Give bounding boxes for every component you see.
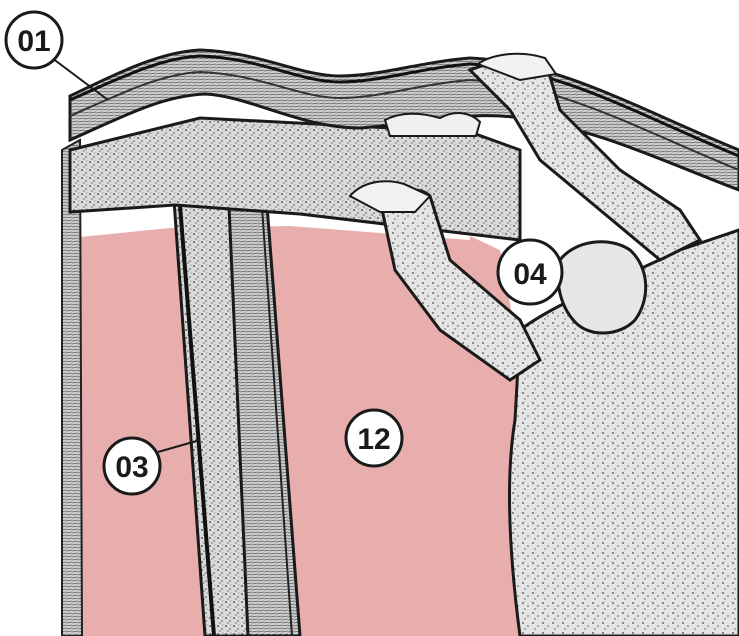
callout-03: 03 — [104, 438, 160, 494]
callout-03-label: 03 — [115, 451, 148, 484]
left-side-panel — [62, 140, 82, 636]
callout-01-label: 01 — [17, 25, 50, 58]
carved-ornament — [385, 113, 480, 136]
callout-12: 12 — [346, 410, 402, 466]
callout-12-label: 12 — [357, 423, 390, 456]
callout-01: 01 — [6, 12, 62, 68]
callout-04-label: 04 — [513, 258, 547, 291]
callout-04: 04 — [498, 240, 562, 304]
